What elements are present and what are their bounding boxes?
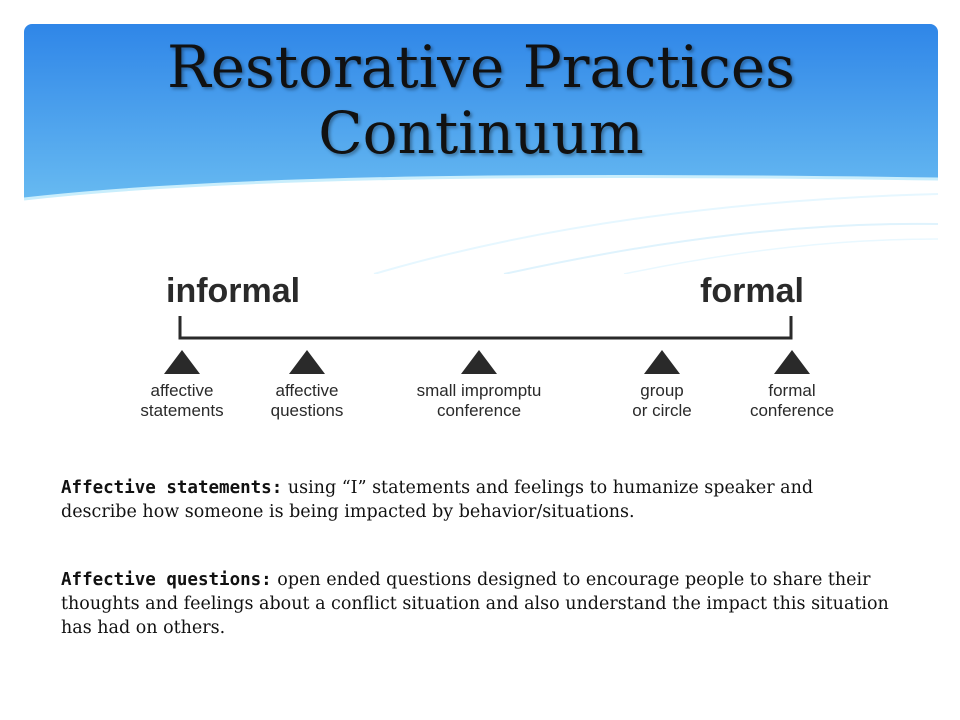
formal-label: formal — [700, 272, 804, 310]
stage-label: affective — [150, 381, 213, 400]
small-impromptu-conference-marker — [461, 350, 497, 374]
stage-label: or circle — [632, 401, 692, 420]
stage-label: conference — [750, 401, 834, 420]
stage-label: questions — [271, 401, 344, 420]
stage-label: statements — [140, 401, 223, 420]
group-or-circle-marker — [644, 350, 680, 374]
definition-text: using “I” statements and feelings to hum… — [61, 478, 814, 522]
affective-questions-description: Affective questions: open ended question… — [61, 568, 891, 640]
definition-term: Affective questions: — [61, 570, 272, 590]
continuum-line — [178, 316, 793, 340]
affective-statements-marker — [164, 350, 200, 374]
stage-label: affective — [275, 381, 338, 400]
formal-conference-marker — [774, 350, 810, 374]
affective-statements-description: Affective statements: using “I” statemen… — [61, 476, 891, 524]
stage-label: conference — [437, 401, 521, 420]
header-background — [24, 24, 938, 274]
stage-label: formal — [768, 381, 815, 400]
definition-text: open ended questions designed to encoura… — [61, 570, 889, 638]
affective-questions-marker — [289, 350, 325, 374]
slide-title: Restorative Practices Continuum — [167, 33, 795, 167]
stage-label: small impromptu — [417, 381, 542, 400]
definition-term: Affective statements: — [61, 478, 283, 498]
informal-label: informal — [166, 272, 300, 310]
stage-label: group — [640, 381, 683, 400]
